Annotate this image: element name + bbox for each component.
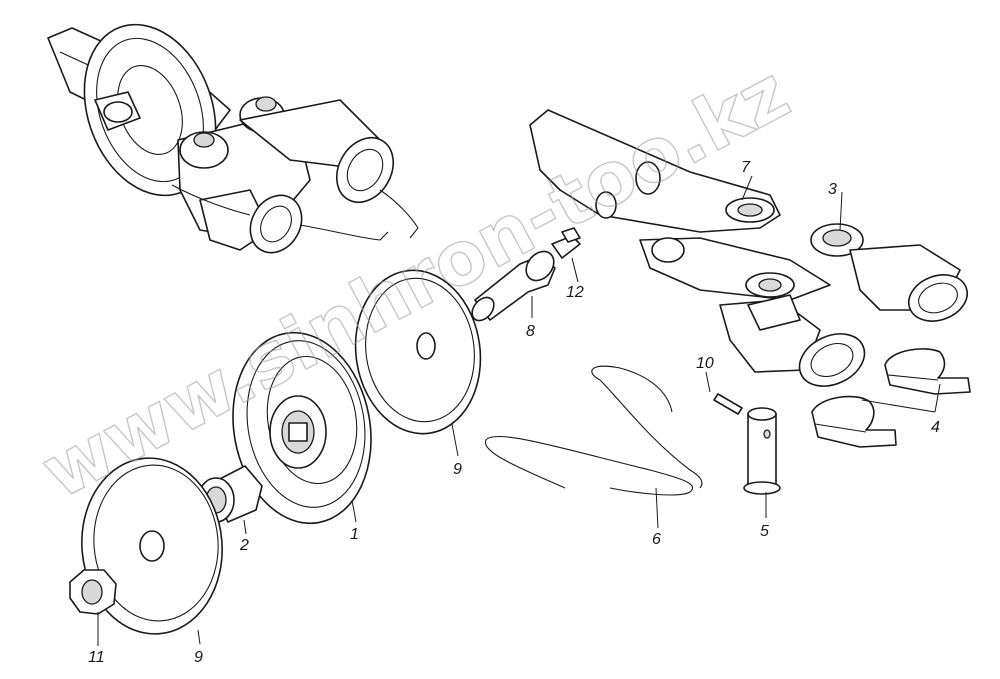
callout-3: 3	[828, 181, 837, 198]
callout-9a: 9	[453, 461, 462, 478]
part-4-pads	[811, 348, 971, 448]
callout-1: 1	[350, 526, 359, 543]
part-9-upper-washer	[354, 269, 482, 435]
callout-2: 2	[239, 537, 249, 554]
leader-lines	[97, 175, 941, 646]
callout-8: 8	[526, 323, 535, 340]
part-5-axle-pin	[743, 407, 781, 495]
lever-assembly	[529, 109, 968, 387]
callout-12: 12	[566, 284, 584, 301]
part-9-lower-washer	[81, 457, 223, 635]
callout-4: 4	[931, 419, 940, 436]
assembled-tensioner	[47, 23, 419, 254]
part-1-pulley	[232, 331, 372, 525]
callout-6: 6	[652, 531, 661, 548]
part-12-grease-fitting	[551, 227, 581, 259]
callout-10: 10	[696, 355, 714, 372]
part-11-nut	[69, 569, 117, 615]
part-6-spring-clip	[484, 365, 703, 496]
callout-11: 11	[88, 649, 105, 666]
part-8-pin	[471, 250, 556, 322]
part-10-cotter-pin	[713, 393, 743, 415]
callout-numbers: 1 2 3 4 5 6 7 8 9 9 10 11 12	[88, 159, 940, 666]
callout-9b: 9	[194, 649, 203, 666]
callout-7: 7	[741, 159, 751, 176]
callout-5: 5	[760, 523, 769, 540]
